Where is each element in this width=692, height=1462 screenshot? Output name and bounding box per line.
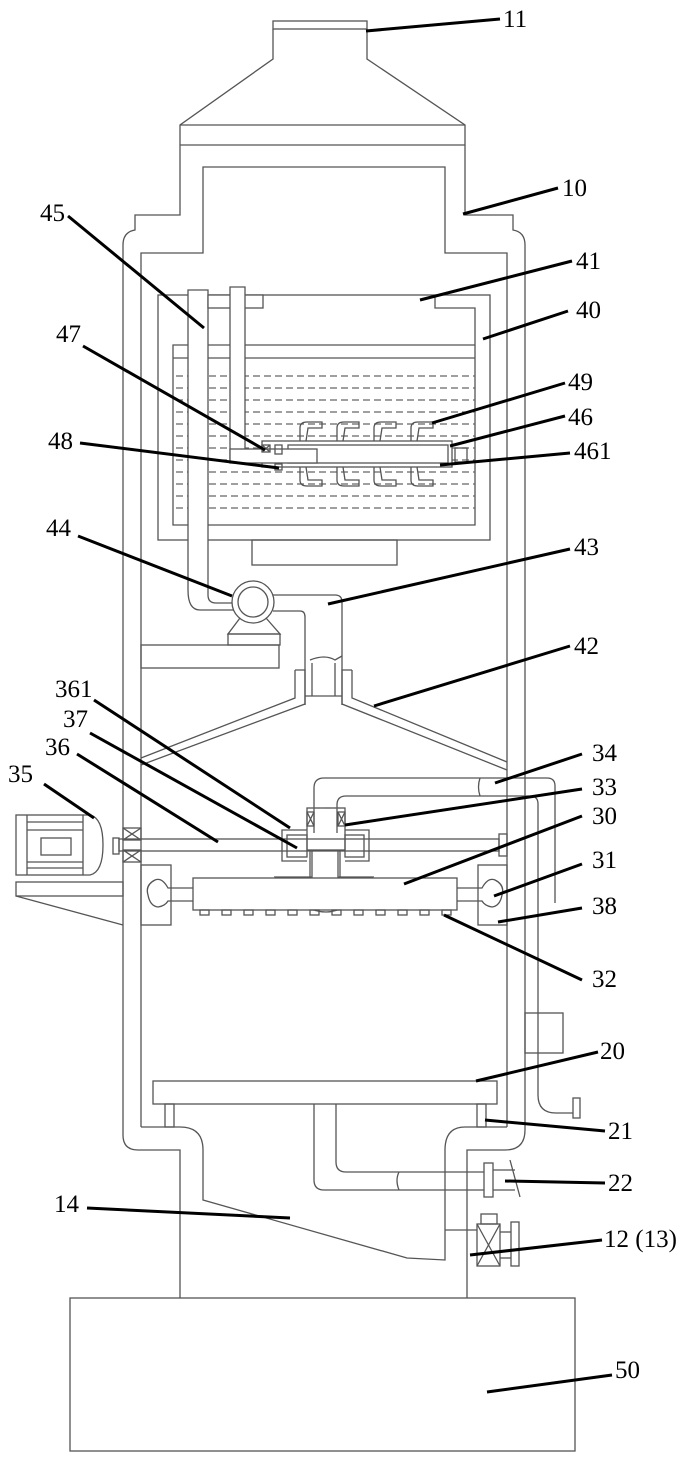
label-48: 48 — [48, 428, 73, 455]
label-38: 38 — [592, 893, 617, 920]
label-461: 461 — [574, 438, 612, 465]
collection-pipe — [273, 594, 343, 705]
leader-lines — [43, 17, 613, 1394]
tower-body — [122, 145, 526, 1298]
rotary-joint — [306, 807, 346, 851]
motor — [15, 814, 124, 926]
label-31: 31 — [592, 847, 617, 874]
exhaust-outlet — [179, 20, 466, 146]
label-44: 44 — [46, 515, 72, 542]
inlet-pipe — [313, 1104, 521, 1198]
spray-nozzles — [299, 421, 434, 487]
part-labels: 11 10 45 41 40 47 49 46 48 461 44 43 42 … — [8, 6, 677, 1384]
ball-joints — [140, 864, 508, 926]
label-40: 40 — [576, 297, 601, 324]
label-41: 41 — [576, 248, 601, 275]
label-10: 10 — [562, 175, 587, 202]
label-47: 47 — [56, 321, 81, 348]
base-tank — [69, 1297, 576, 1452]
label-21: 21 — [608, 1118, 633, 1145]
label-37: 37 — [63, 706, 88, 733]
label-20: 20 — [600, 1038, 625, 1065]
label-14: 14 — [54, 1191, 80, 1218]
drain-valve — [445, 1213, 520, 1267]
label-36: 36 — [45, 734, 70, 761]
drive-shaft — [118, 827, 508, 863]
label-49: 49 — [568, 369, 593, 396]
gear-housing — [281, 829, 370, 862]
label-33: 33 — [592, 774, 617, 801]
label-46: 46 — [568, 404, 593, 431]
label-30: 30 — [592, 803, 617, 830]
rotating-pipe — [229, 440, 468, 471]
nozzle-row — [199, 909, 452, 916]
label-11: 11 — [503, 6, 527, 33]
pump — [140, 580, 282, 669]
label-50: 50 — [615, 1357, 640, 1384]
filter-plate — [152, 1080, 498, 1128]
spray-bar — [192, 850, 458, 913]
label-361: 361 — [55, 676, 93, 703]
label-12-13: 12 (13) — [604, 1226, 677, 1253]
label-34: 34 — [592, 740, 618, 767]
label-42: 42 — [574, 633, 599, 660]
label-43: 43 — [574, 534, 599, 561]
label-32: 32 — [592, 966, 617, 993]
collecting-hood — [140, 663, 508, 771]
supply-pipe — [313, 777, 581, 1119]
label-35: 35 — [8, 761, 33, 788]
label-45: 45 — [40, 200, 65, 227]
liquid-pipe — [187, 286, 264, 611]
label-22: 22 — [608, 1170, 633, 1197]
